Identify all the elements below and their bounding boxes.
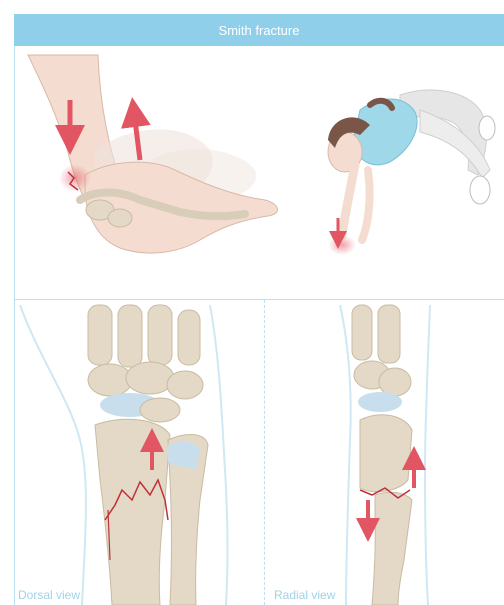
radial-view-illustration [340, 305, 430, 605]
dorsal-view-caption: Dorsal view [18, 588, 80, 602]
hand-wrist-illustration [28, 55, 277, 253]
falling-person-illustration [328, 90, 495, 255]
dorsal-view-illustration [20, 305, 227, 605]
radial-view-caption: Radial view [274, 588, 335, 602]
